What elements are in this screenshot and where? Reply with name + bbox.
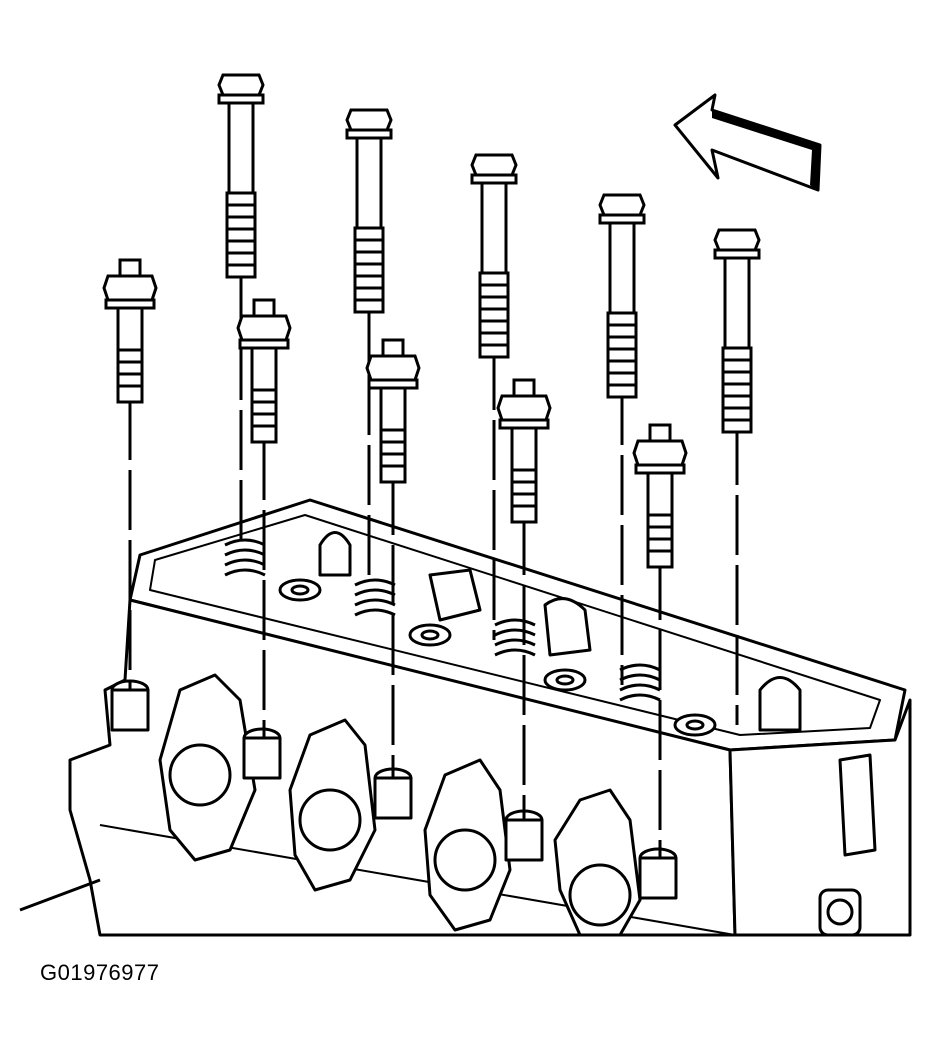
arrow-front-icon [673,93,822,192]
stud-icon [102,258,158,404]
stud-icon [236,298,292,444]
bolt-icon [713,228,761,434]
bolt-icon [345,108,393,314]
stud-icon [496,378,552,524]
bolt-icon [470,153,518,359]
stud-icon [365,338,421,484]
stud-bolts [102,258,688,569]
stud-icon [632,423,688,569]
cylinder-head [19,498,912,937]
bolt-icon [598,193,646,399]
bolt-icon [217,73,265,279]
figure-id-label: G01976977 [40,960,160,985]
cylinder-head-bolt-diagram [19,73,912,937]
